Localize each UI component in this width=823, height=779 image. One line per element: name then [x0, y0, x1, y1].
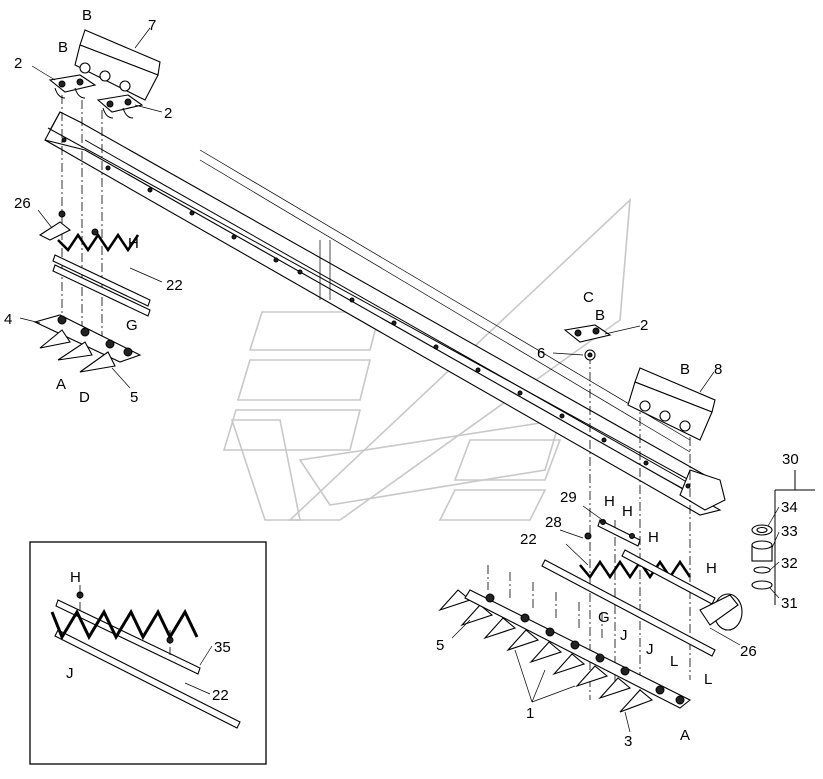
callout-B-top: B [82, 7, 92, 24]
callout-H-inset: H [70, 569, 81, 586]
clamp-2-mid [563, 324, 612, 343]
callout-5-right: 5 [436, 637, 444, 654]
callout-G-left: G [126, 317, 138, 334]
callout-C: C [583, 289, 594, 306]
callout-28: 28 [545, 514, 562, 531]
callout-H-r1: H [604, 493, 615, 510]
callout-J-r2: J [646, 641, 654, 658]
detail-inset [29, 541, 267, 765]
beam-holes [61, 137, 691, 489]
knife-assembly-right [541, 519, 716, 657]
callout-labels: 7 B B 2 2 26 H 22 G 4 A D 5 C B 2 6 B 8 … [4, 7, 799, 750]
callout-H-r3: H [648, 529, 659, 546]
callout-26-right: 26 [740, 643, 757, 660]
leader-lines [19, 27, 780, 733]
callout-A-right: A [680, 727, 690, 744]
callout-5-left: 5 [130, 389, 138, 406]
stylized-logo-watermark [222, 197, 631, 521]
callout-B-right: B [680, 361, 690, 378]
callout-2-c: 2 [640, 317, 648, 334]
callout-H-r2: H [622, 503, 633, 520]
cutterbar-beam [44, 111, 726, 516]
guard-assembly-left [33, 314, 142, 373]
callout-31: 31 [781, 595, 798, 612]
callout-3: 3 [624, 733, 632, 750]
knife-guard-shield-8 [627, 367, 716, 441]
callout-1: 1 [526, 705, 534, 722]
callout-2-b: 2 [164, 105, 172, 122]
callout-22-right: 22 [520, 531, 537, 548]
callout-B-mid: B [595, 307, 605, 324]
callout-J-inset: J [66, 665, 74, 682]
knife-assembly-left [38, 210, 151, 317]
callout-6: 6 [537, 345, 545, 362]
callout-8: 8 [714, 361, 722, 378]
callout-33: 33 [781, 523, 798, 540]
clamp-2-lower [96, 94, 144, 119]
guard-assembly-right [438, 589, 692, 713]
callout-B-left: B [58, 39, 68, 56]
callout-34: 34 [781, 499, 798, 516]
callout-D: D [79, 389, 90, 406]
callout-J-r1: J [620, 627, 628, 644]
callout-L-1: L [670, 653, 678, 670]
callout-32: 32 [781, 555, 798, 572]
clamp-2-upper [48, 74, 97, 99]
callout-26-left: 26 [14, 195, 31, 212]
knife-guard-shield-7 [74, 29, 161, 101]
callout-L-2: L [704, 671, 712, 688]
knife-head-26 [699, 593, 743, 631]
callout-2-a: 2 [14, 55, 22, 72]
callout-H-r4: H [706, 560, 717, 577]
callout-7: 7 [148, 17, 156, 34]
callout-4: 4 [4, 311, 12, 328]
callout-30: 30 [782, 451, 799, 468]
nut-6 [584, 349, 596, 361]
callout-22-inset: 22 [212, 687, 229, 704]
callout-A-left: A [56, 376, 66, 393]
callout-35: 35 [214, 639, 231, 656]
callout-G-right: G [598, 609, 610, 626]
callout-H-left: H [128, 235, 139, 252]
callout-29: 29 [560, 489, 577, 506]
bearing-stack-30 [751, 470, 815, 605]
callout-22-left: 22 [166, 277, 183, 294]
